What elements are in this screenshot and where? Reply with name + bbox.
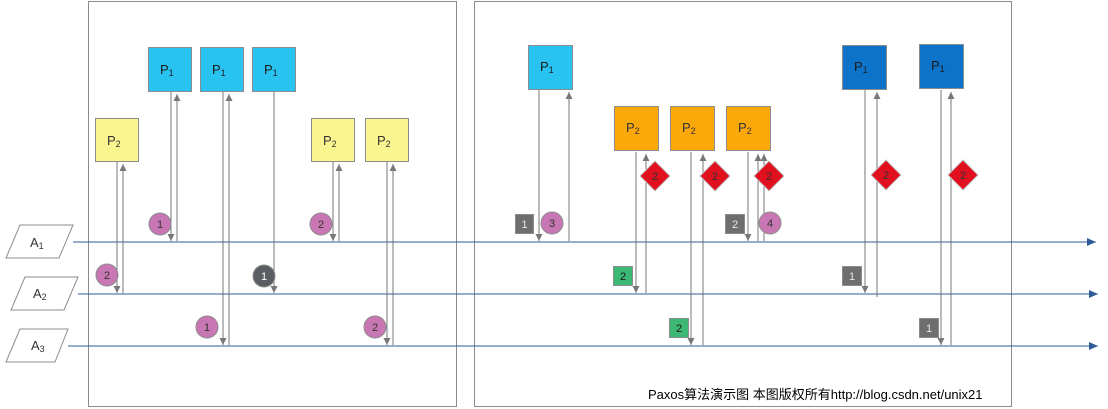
diamond-marker: 2: [699, 160, 731, 192]
p1-box-left-1: P1: [148, 47, 192, 92]
panel-right: [474, 1, 1012, 407]
svg-text:2: 2: [883, 170, 889, 182]
svg-text:P2: P2: [107, 133, 121, 149]
p1-box-left-2: P1: [200, 47, 244, 92]
square-marker: 1: [919, 318, 939, 338]
svg-text:1: 1: [261, 271, 267, 283]
svg-text:P2: P2: [377, 133, 391, 149]
circle-marker: 2: [363, 315, 387, 339]
acceptor-a1: A1: [5, 224, 74, 259]
svg-text:P1: P1: [931, 58, 945, 74]
diamond-marker: 2: [753, 160, 785, 192]
circle-marker: 1: [148, 212, 172, 236]
p2-box-right-2: P2: [670, 106, 715, 151]
svg-text:P2: P2: [626, 120, 640, 136]
p2-box-left-3: P2: [365, 118, 409, 162]
copyright-caption: Paxos算法演示图 本图版权所有http://blog.csdn.net/un…: [648, 387, 983, 402]
circle-marker: 2: [309, 212, 333, 236]
svg-text:2: 2: [960, 170, 966, 182]
svg-text:2: 2: [372, 322, 378, 334]
svg-text:A3: A3: [31, 338, 45, 354]
circle-marker: 3: [540, 211, 564, 235]
svg-text:P1: P1: [264, 62, 278, 78]
svg-text:A1: A1: [30, 235, 44, 251]
p1-box-right-3: P1: [919, 44, 964, 89]
svg-text:2: 2: [652, 171, 658, 183]
square-marker-green: 2: [669, 318, 689, 338]
square-marker: 2: [725, 214, 745, 234]
svg-text:1: 1: [204, 322, 210, 334]
svg-text:P1: P1: [854, 59, 868, 75]
p1-box-right-2: P1: [842, 45, 887, 90]
svg-text:P1: P1: [212, 62, 226, 78]
acceptor-a2: A2: [10, 276, 79, 311]
svg-text:P2: P2: [323, 133, 337, 149]
svg-text:A2: A2: [33, 286, 47, 302]
svg-text:P2: P2: [738, 120, 752, 136]
diamond-marker: 2: [639, 160, 671, 192]
svg-text:1: 1: [157, 219, 163, 231]
svg-text:2: 2: [620, 271, 626, 283]
svg-text:2: 2: [104, 270, 110, 282]
p2-box-left-1: P2: [95, 118, 139, 162]
svg-text:3: 3: [549, 218, 555, 230]
svg-text:2: 2: [766, 171, 772, 183]
p2-box-right-3: P2: [726, 106, 771, 151]
svg-text:P1: P1: [540, 59, 554, 75]
p1-box-left-3: P1: [252, 47, 296, 92]
svg-text:2: 2: [676, 323, 682, 335]
square-marker: 1: [515, 214, 534, 234]
svg-text:P1: P1: [160, 62, 174, 78]
p1-box-right-1: P1: [528, 45, 573, 90]
p2-box-left-2: P2: [311, 118, 355, 162]
svg-text:1: 1: [521, 219, 527, 231]
diamond-marker: 2: [947, 159, 979, 191]
p2-box-right-1: P2: [614, 106, 659, 151]
circle-marker: 1: [195, 315, 219, 339]
square-marker-green: 2: [613, 266, 633, 286]
circle-marker: 2: [95, 263, 119, 287]
acceptor-a3: A3: [5, 328, 69, 363]
diamond-marker: 2: [870, 159, 902, 191]
svg-text:2: 2: [732, 219, 738, 231]
svg-text:2: 2: [712, 171, 718, 183]
circle-marker: 4: [758, 211, 782, 235]
square-marker: 1: [842, 266, 862, 286]
svg-text:4: 4: [767, 218, 773, 230]
svg-text:1: 1: [849, 271, 855, 283]
svg-text:P2: P2: [682, 120, 696, 136]
circle-marker-dark: 1: [252, 264, 276, 288]
panel-left: [88, 1, 457, 407]
svg-text:2: 2: [318, 219, 324, 231]
svg-text:1: 1: [926, 323, 932, 335]
